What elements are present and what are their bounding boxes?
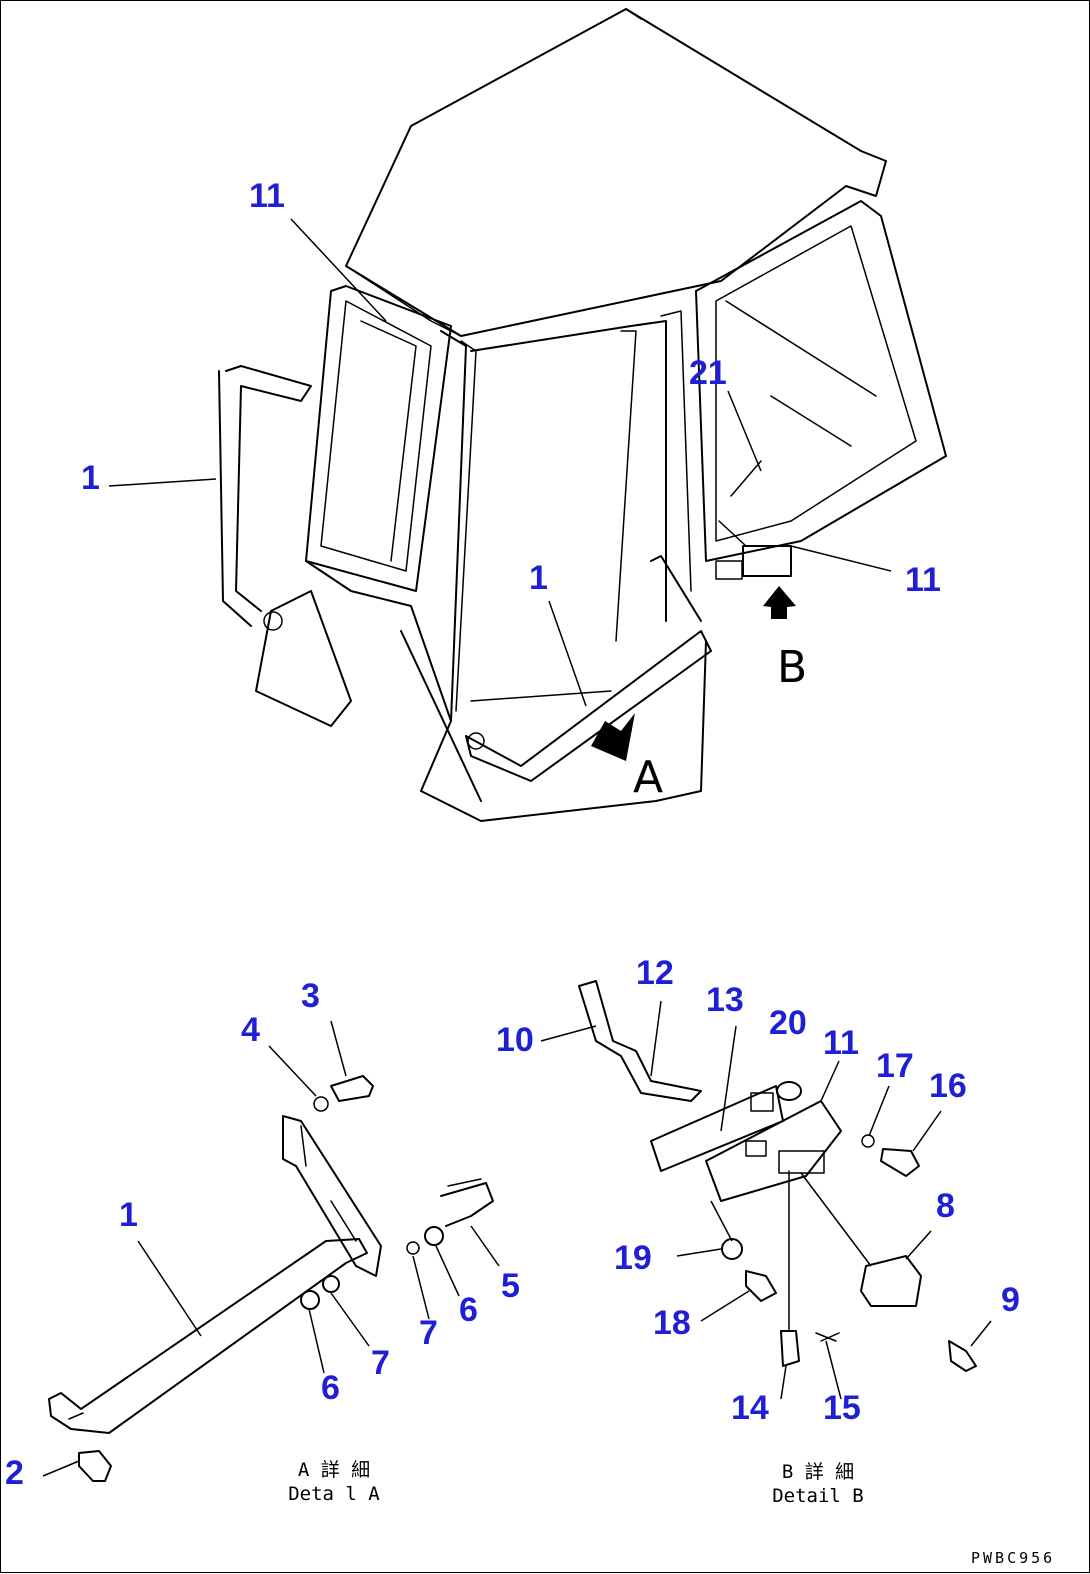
- callout-19: 19: [614, 1239, 652, 1277]
- callout-6-upper: 6: [459, 1291, 478, 1329]
- callout-11-top: 11: [249, 177, 285, 215]
- callout-15: 15: [823, 1389, 861, 1427]
- detail-a-drawing: [42, 1020, 500, 1482]
- callout-17: 17: [876, 1047, 914, 1085]
- callout-20: 20: [769, 1004, 807, 1042]
- callout-11-right: 11: [905, 561, 941, 599]
- callout-4: 4: [241, 1011, 260, 1049]
- callout-7-upper: 7: [419, 1314, 438, 1352]
- callout-5: 5: [501, 1267, 520, 1305]
- callout-1-mid: 1: [529, 559, 548, 597]
- view-arrow-a-icon: [591, 713, 635, 761]
- callout-6-lower: 6: [321, 1369, 340, 1407]
- handrail-front: [465, 555, 712, 782]
- detail-b-caption-jp: B 詳 細: [781, 1461, 855, 1483]
- detail-b-caption: B 詳 細 Detail B: [753, 1461, 883, 1509]
- callout-11-detail-b: 11: [823, 1024, 859, 1062]
- detail-a-caption-en: Deta l A: [288, 1482, 380, 1505]
- callout-9: 9: [1001, 1281, 1020, 1319]
- detail-a-caption: A 詳 細 Deta l A: [269, 1459, 399, 1507]
- callout-7-lower: 7: [371, 1344, 390, 1382]
- callout-8: 8: [936, 1187, 955, 1225]
- callout-12: 12: [636, 954, 674, 992]
- callout-14: 14: [731, 1389, 769, 1427]
- detail-b-caption-en: Detail B: [772, 1484, 864, 1507]
- upper-leader-lines: [108, 218, 892, 707]
- detail-a-caption-jp: A 詳 細: [297, 1459, 371, 1481]
- callout-10: 10: [496, 1021, 534, 1059]
- latch-area: [715, 460, 792, 580]
- callout-18: 18: [653, 1304, 691, 1342]
- callout-3: 3: [301, 977, 320, 1015]
- view-letter-a: A: [633, 752, 664, 803]
- view-arrow-b-icon: [763, 586, 796, 619]
- callout-1-detail-a: 1: [119, 1196, 138, 1234]
- view-letter-b: B: [777, 642, 808, 693]
- callout-16: 16: [929, 1067, 967, 1105]
- callout-2: 2: [5, 1454, 24, 1492]
- handrail-left: [218, 365, 312, 631]
- callout-1-left: 1: [81, 459, 100, 497]
- callout-13: 13: [706, 981, 744, 1019]
- cab-body: [255, 8, 947, 822]
- detail-b-drawing: [540, 980, 992, 1400]
- drawing-code: PWBC956: [971, 1549, 1056, 1567]
- callout-21: 21: [689, 354, 727, 392]
